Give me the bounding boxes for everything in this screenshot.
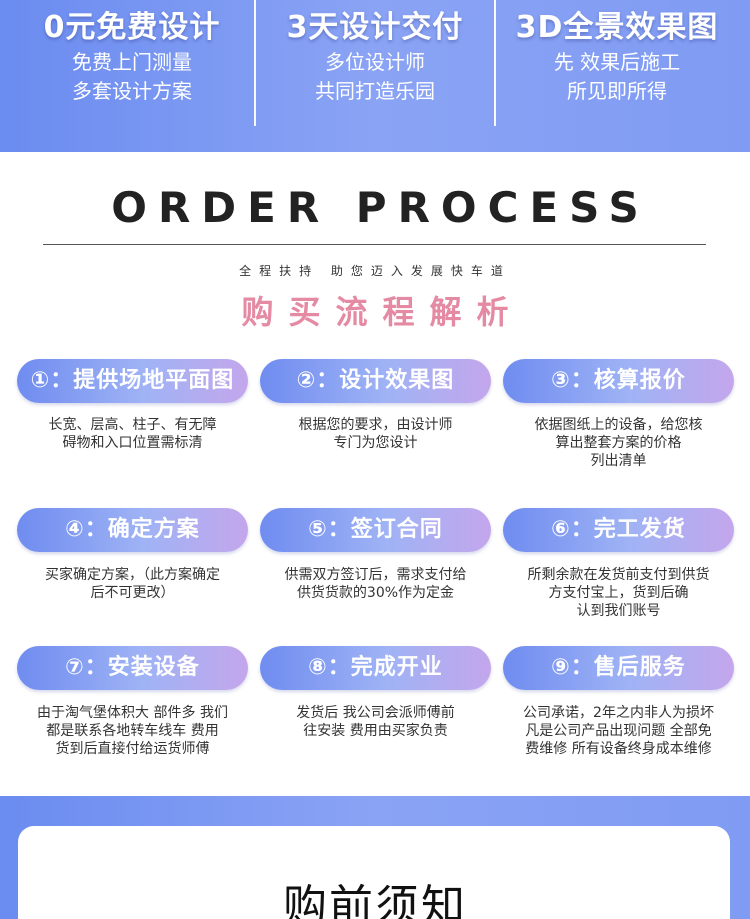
step-desc-line: 由于淘气堡体积大 部件多 我们 [37,705,228,721]
process-subtitle: 全程扶持 助您迈入发展快车道 [239,264,511,278]
step-6-pill: ⑥：完工发货 [503,508,734,552]
banner-free-design: 0元免费设计 免费上门测量 多套设计方案 [10,0,254,126]
step-6-desc: 所剩余款在发货前支付到供货 方支付宝上，货到后确 认到我们账号 [503,566,734,620]
step-desc-line: 根据您的要求，由设计师 [298,417,453,433]
step-9-pill: ⑨：售后服务 [503,646,734,690]
banner-title: 3D全景效果图 [515,10,719,45]
notice-title: 购前须知 [283,881,467,919]
step-4-desc: 买家确定方案，（此方案确定 后不可更改） [17,566,248,602]
banner-line: 多套设计方案 [72,79,192,103]
step-desc-line: 碍物和入口位置需标清 [62,435,203,451]
step-3-desc: 依据图纸上的设备，给您核 算出整套方案的价格 列出清单 [503,416,734,470]
title-divider [43,244,706,245]
top-banner: 0元免费设计 免费上门测量 多套设计方案 3天设计交付 多位设计师 共同打造乐园… [0,0,750,152]
step-2-desc: 根据您的要求，由设计师 专门为您设计 [260,416,491,452]
banner-title: 0元免费设计 [43,10,221,45]
banner-3d-render: 3D全景效果图 先 效果后施工 所见即所得 [497,0,737,126]
order-process-title: ORDER PROCESS [111,183,650,232]
notice-card [18,826,730,919]
step-desc-line: 专门为您设计 [333,435,418,451]
step-8-pill: ⑧：完成开业 [260,646,491,690]
step-7-pill: ⑦：安装设备 [17,646,248,690]
step-desc-line: 公司承诺，2年之内非人为损坏 [523,705,714,721]
step-desc-line: 后不可更改） [90,585,175,601]
step-desc-line: 列出清单 [590,453,647,469]
step-1-pill: ①：提供场地平面图 [17,359,248,403]
banner-line: 所见即所得 [567,79,667,103]
step-desc-line: 都是联系各地转车线车 费用 [46,723,219,739]
step-desc-line: 供需双方签订后，需求支付给 [284,567,467,583]
purchase-process-title: 购买流程解析 [241,293,524,331]
banner-divider [254,0,256,126]
step-desc-line: 往安装 费用由买家负责 [303,723,448,739]
step-3-pill: ③：核算报价 [503,359,734,403]
step-desc-line: 凡是公司产品出现问题 全部免 [525,723,712,739]
banner-line: 免费上门测量 [72,50,192,74]
step-desc-line: 所剩余款在发货前支付到供货 [527,567,710,583]
step-2-pill: ②：设计效果图 [260,359,491,403]
step-desc-line: 依据图纸上的设备，给您核 [534,417,703,433]
step-5-pill: ⑤：签订合同 [260,508,491,552]
banner-title: 3天设计交付 [286,10,464,45]
step-desc-line: 方支付宝上，货到后确 [548,585,689,601]
step-8-desc: 发货后 我公司会派师傅前 往安装 费用由买家负责 [260,704,491,740]
banner-line: 先 效果后施工 [553,50,681,74]
step-9-desc: 公司承诺，2年之内非人为损坏 凡是公司产品出现问题 全部免 费维修 所有设备终身… [503,704,734,758]
step-desc-line: 长宽、层高、柱子、有无障 [48,417,217,433]
banner-3day-delivery: 3天设计交付 多位设计师 共同打造乐园 [256,0,494,126]
step-1-desc: 长宽、层高、柱子、有无障 碍物和入口位置需标清 [17,416,248,452]
step-7-desc: 由于淘气堡体积大 部件多 我们 都是联系各地转车线车 费用 货到后直接付给运货师… [17,704,248,758]
step-5-desc: 供需双方签订后，需求支付给 供货货款的30%作为定金 [260,566,491,602]
step-desc-line: 费维修 所有设备终身成本维修 [525,741,712,757]
banner-divider [494,0,496,126]
step-desc-line: 算出整套方案的价格 [555,435,682,451]
step-desc-line: 货到后直接付给运货师傅 [55,741,210,757]
step-desc-line: 认到我们账号 [576,603,661,619]
step-desc-line: 供货货款的30%作为定金 [296,585,455,601]
step-desc-line: 买家确定方案，（此方案确定 [45,567,220,583]
step-4-pill: ④：确定方案 [17,508,248,552]
banner-line: 共同打造乐园 [315,79,435,103]
banner-line: 多位设计师 [325,50,425,74]
step-desc-line: 发货后 我公司会派师傅前 [296,705,455,721]
